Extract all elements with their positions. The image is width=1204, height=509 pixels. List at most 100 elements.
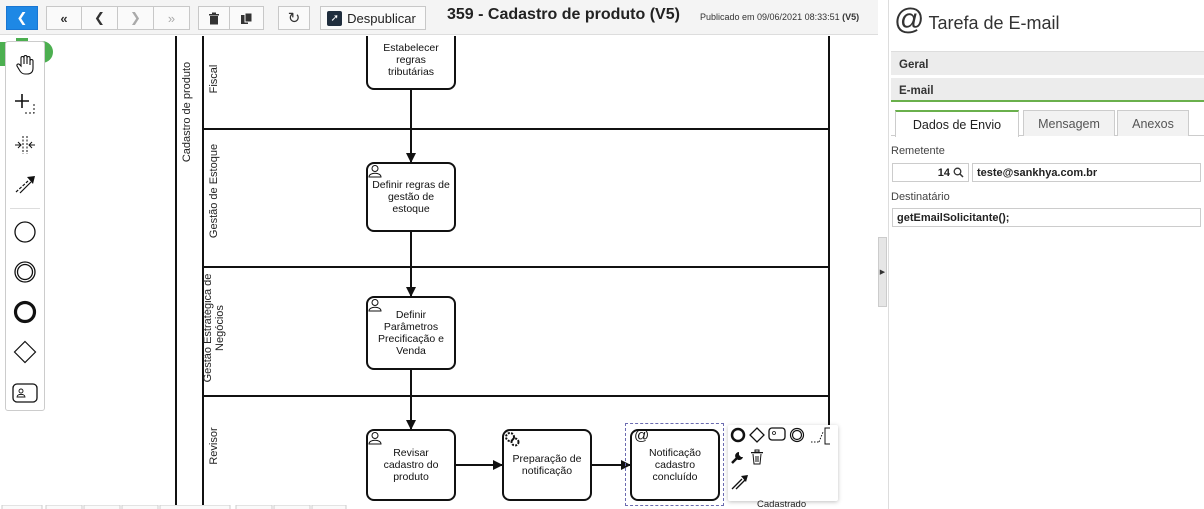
task-icon — [12, 383, 38, 403]
copy-button[interactable] — [230, 6, 264, 30]
next-button[interactable]: ❯ — [118, 6, 154, 30]
connect-button[interactable] — [730, 473, 750, 491]
top-toolbar: ❮ « ❮ ❯ » ↻ ➚ Despublicar 359 - Cadastro… — [0, 0, 878, 35]
append-annotation-button[interactable] — [810, 427, 832, 445]
task-notificacao-label: Notificação cadastro concluído — [649, 447, 701, 483]
task-button[interactable] — [6, 378, 44, 408]
task-negocios[interactable]: Definir Parâmetros Precificação e Venda — [366, 296, 456, 370]
space-tool-icon — [15, 136, 35, 154]
user-task-icon — [368, 299, 382, 312]
space-tool-button[interactable] — [6, 130, 44, 160]
recipient-value: getEmailSolicitante(); — [897, 211, 1010, 224]
start-event-button[interactable] — [6, 217, 44, 247]
append-task-button[interactable] — [768, 427, 788, 445]
published-info: Publicado em 09/06/2021 08:33:51 (V5) — [700, 12, 859, 22]
task-estoque[interactable]: Definir regras de gestão de estoque — [366, 162, 456, 232]
task-estoque-label: Definir regras de gestão de estoque — [372, 179, 450, 215]
task-fiscal[interactable]: Estabelecer regras tributárias — [366, 36, 456, 90]
copy-icon — [241, 12, 253, 24]
append-intermediate-event-button[interactable] — [789, 427, 807, 445]
wrench-icon — [731, 452, 743, 464]
lane-label-negocios: Gestão Estratégica de Negócios — [202, 273, 226, 383]
back-icon: ❮ — [16, 10, 28, 25]
intermediate-event-icon — [789, 427, 805, 443]
sender-code-value: 14 — [937, 166, 950, 179]
unpublish-button[interactable]: ➚ Despublicar — [320, 6, 426, 30]
task-preparacao-label: Preparação de notificação — [512, 453, 582, 477]
last-icon: » — [167, 10, 176, 26]
task-preparacao[interactable]: Preparação de notificação — [502, 429, 592, 501]
connect-tool-icon — [15, 176, 35, 194]
sender-code-input[interactable]: 14 — [892, 163, 969, 182]
prev-icon: ❮ — [94, 10, 105, 25]
email-task-icon: @ — [634, 427, 650, 444]
task-notificacao[interactable]: @ Notificação cadastro concluído — [630, 427, 720, 501]
diagram-canvas[interactable]: Cadastro de produto Fiscal Gestão de Est… — [0, 36, 878, 509]
sender-email-input[interactable]: teste@sankhya.com.br — [972, 163, 1201, 182]
change-type-button[interactable] — [730, 449, 748, 467]
sender-email-value: teste@sankhya.com.br — [977, 166, 1098, 179]
lane-label-fiscal: Fiscal — [208, 64, 220, 94]
prev-button[interactable]: ❮ — [82, 6, 118, 30]
search-icon — [953, 167, 964, 178]
section-geral[interactable]: Geral — [891, 51, 1204, 75]
tab-anexos[interactable]: Anexos — [1117, 110, 1189, 136]
delete-element-button[interactable] — [750, 449, 768, 467]
lane-label-revisor: Revisor — [208, 427, 220, 465]
back-button[interactable]: ❮ — [6, 6, 38, 30]
refresh-icon: ↻ — [287, 10, 301, 27]
next-icon: ❯ — [130, 10, 141, 25]
tool-palette — [5, 41, 45, 411]
hand-tool-button[interactable] — [6, 50, 44, 80]
append-end-event-button[interactable] — [730, 427, 748, 445]
page-title: 359 - Cadastro de produto (V5) — [447, 6, 680, 23]
intermediate-event-button[interactable] — [6, 257, 44, 287]
tab-anexos-label: Anexos — [1132, 116, 1174, 131]
gateway-icon — [13, 340, 37, 364]
triangle-right-icon: ▶ — [879, 269, 886, 276]
delete-button[interactable] — [198, 6, 230, 30]
first-icon: « — [60, 10, 68, 26]
task-revisar-label: Revisar cadastro do produto — [383, 447, 439, 483]
refresh-button[interactable]: ↻ — [278, 6, 310, 30]
end-event-icon — [13, 300, 37, 324]
tab-dados-envio[interactable]: Dados de Envio — [895, 110, 1019, 137]
select-area-icon — [15, 94, 35, 114]
gateway-button[interactable] — [6, 337, 44, 367]
user-task-icon — [368, 165, 382, 178]
lane-label-estoque: Gestão de Estoque — [208, 143, 220, 239]
tab-mensagem[interactable]: Mensagem — [1023, 110, 1115, 136]
end-event-button[interactable] — [6, 297, 44, 327]
properties-panel: @ Tarefa de E-mail Geral E-mail Dados de… — [889, 0, 1204, 509]
bottom-tabs-strip — [1, 505, 347, 509]
hand-tool-icon — [16, 54, 34, 75]
pool-label: Cadastro de produto — [181, 61, 193, 163]
email-tabs: Dados de Envio Mensagem Anexos — [891, 110, 1204, 137]
pool-lanes-svg — [175, 36, 830, 509]
intermediate-event-icon — [14, 261, 36, 283]
first-button[interactable]: « — [46, 6, 82, 30]
palette-separator — [10, 208, 40, 209]
email-task-icon: @ — [894, 3, 925, 36]
select-area-button[interactable] — [6, 89, 44, 119]
last-button[interactable]: » — [154, 6, 190, 30]
published-date: Publicado em 09/06/2021 08:33:51 — [700, 12, 840, 22]
recipient-label: Destinatário — [891, 191, 950, 203]
end-event-label: Cadastrado — [757, 499, 807, 509]
collapse-panel-handle[interactable]: ▶ — [878, 237, 887, 307]
panel-header: @ Tarefa de E-mail — [894, 4, 1060, 36]
start-event-icon — [14, 221, 36, 243]
connect-tool-button[interactable] — [6, 169, 44, 199]
panel-divider — [888, 0, 889, 509]
published-version: (V5) — [842, 12, 860, 22]
recipient-input[interactable]: getEmailSolicitante(); — [892, 208, 1201, 227]
section-email[interactable]: E-mail — [891, 78, 1204, 102]
append-gateway-button[interactable] — [749, 427, 767, 445]
connect-icon — [731, 475, 748, 490]
context-pad — [728, 425, 838, 501]
sender-label: Remetente — [891, 145, 945, 157]
task-revisar[interactable]: Revisar cadastro do produto — [366, 429, 456, 501]
annotation-icon — [811, 427, 830, 445]
trash-icon — [209, 12, 219, 24]
tab-mensagem-label: Mensagem — [1038, 116, 1100, 131]
